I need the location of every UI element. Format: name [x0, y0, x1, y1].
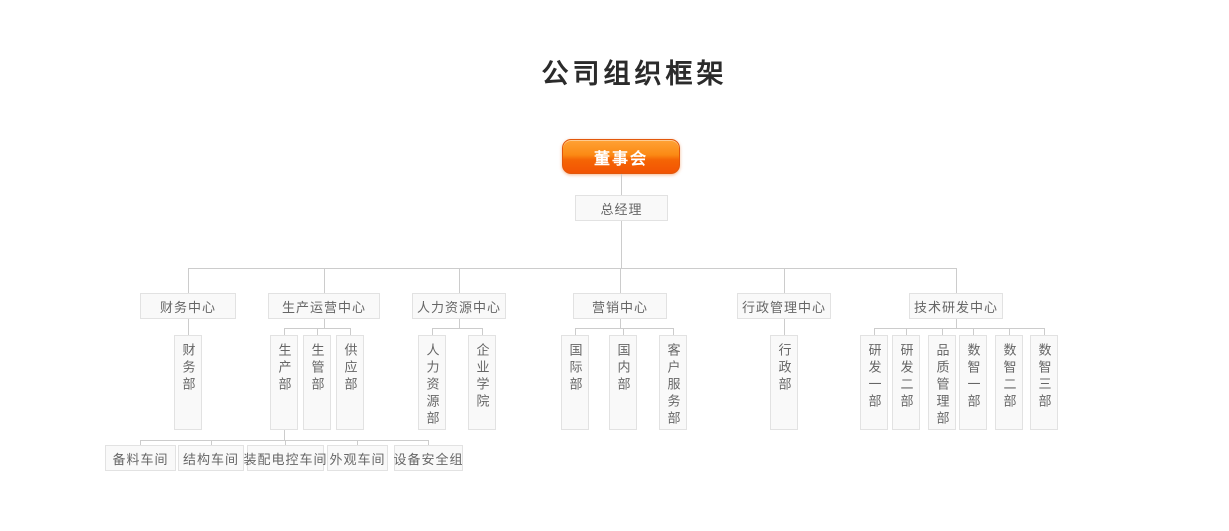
connector-rail-workshops: [140, 440, 429, 441]
node-dept-digital-intelligence-2-label: 数智二部: [1001, 343, 1017, 411]
connector-line: [188, 319, 189, 335]
connector-line: [284, 430, 285, 440]
node-board-of-directors: 董事会: [562, 139, 680, 174]
node-dept-rnd-1: 研发一部: [860, 335, 888, 430]
connector-line: [620, 319, 621, 328]
node-dept-production: 生产部: [270, 335, 298, 430]
connector-line: [673, 328, 674, 335]
node-general-manager: 总经理: [575, 195, 668, 221]
connector-line: [942, 328, 943, 335]
node-dept-rnd-2: 研发二部: [892, 335, 920, 430]
node-dept-finance-label: 财务部: [180, 343, 196, 394]
node-dept-digital-intelligence-3: 数智三部: [1030, 335, 1058, 430]
connector-line: [906, 328, 907, 335]
node-dept-finance: 财务部: [174, 335, 202, 430]
connector-line: [956, 319, 957, 328]
node-dept-production-control: 生管部: [303, 335, 331, 430]
node-dept-customer-service-label: 客户服务部: [665, 343, 681, 428]
node-dept-corporate-academy: 企业学院: [468, 335, 496, 430]
node-dept-quality-management-label: 品质管理部: [934, 343, 950, 428]
connector-line: [357, 440, 358, 445]
connector-line: [621, 221, 622, 268]
connector-line: [432, 328, 433, 335]
connector-line: [482, 328, 483, 335]
connector-line: [1044, 328, 1045, 335]
node-dept-administration: 行政部: [770, 335, 798, 430]
connector-line: [620, 268, 621, 293]
connector-line: [140, 440, 141, 445]
node-dept-supply-label: 供应部: [342, 343, 358, 394]
node-dept-corporate-academy-label: 企业学院: [474, 343, 490, 411]
connector-line: [284, 328, 285, 335]
connector-line: [211, 440, 212, 445]
node-dept-digital-intelligence-1: 数智一部: [959, 335, 987, 430]
node-dept-digital-intelligence-3-label: 数智三部: [1036, 343, 1052, 411]
connector-line: [350, 328, 351, 335]
connector-line: [874, 328, 875, 335]
node-workshop-assembly-electric: 装配电控车间: [244, 445, 327, 471]
node-dept-human-resources-label: 人力资源部: [424, 343, 440, 428]
node-dept-domestic-label: 国内部: [615, 343, 631, 394]
connector-line: [324, 268, 325, 293]
connector-line: [188, 268, 189, 293]
connector-line: [623, 328, 624, 335]
node-dept-human-resources: 人力资源部: [418, 335, 446, 430]
page-title: 公司组织框架: [541, 59, 728, 89]
node-center-administration: 行政管理中心: [737, 293, 831, 319]
node-workshop-equipment-safety: 设备安全组: [394, 445, 463, 471]
connector-line: [285, 440, 286, 445]
connector-line: [459, 319, 460, 328]
connector-line: [956, 268, 957, 293]
connector-line: [784, 268, 785, 293]
node-center-tech-rnd: 技术研发中心: [909, 293, 1003, 319]
connector-line: [784, 319, 785, 335]
connector-line: [1009, 328, 1010, 335]
connector-rail: [432, 328, 483, 329]
node-center-production-operations: 生产运营中心: [268, 293, 380, 319]
node-center-finance: 财务中心: [140, 293, 236, 319]
node-workshop-material-prep: 备料车间: [105, 445, 176, 471]
node-workshop-appearance: 外观车间: [327, 445, 388, 471]
connector-rail: [575, 328, 674, 329]
node-dept-administration-label: 行政部: [776, 343, 792, 394]
node-dept-digital-intelligence-1-label: 数智一部: [965, 343, 981, 411]
connector-line: [324, 319, 325, 328]
connector-rail-main: [188, 268, 957, 269]
node-dept-quality-management: 品质管理部: [928, 335, 956, 430]
connector-line: [459, 268, 460, 293]
node-workshop-structure: 结构车间: [178, 445, 244, 471]
node-dept-international: 国际部: [561, 335, 589, 430]
node-dept-production-control-label: 生管部: [309, 343, 325, 394]
connector-line: [973, 328, 974, 335]
connector-line: [428, 440, 429, 445]
node-dept-domestic: 国内部: [609, 335, 637, 430]
node-dept-international-label: 国际部: [567, 343, 583, 394]
node-center-marketing: 营销中心: [573, 293, 667, 319]
connector-rail: [874, 328, 1045, 329]
connector-line: [621, 174, 622, 195]
node-dept-customer-service: 客户服务部: [659, 335, 687, 430]
node-center-human-resources: 人力资源中心: [412, 293, 506, 319]
node-dept-supply: 供应部: [336, 335, 364, 430]
node-dept-rnd-2-label: 研发二部: [898, 343, 914, 411]
connector-line: [317, 328, 318, 335]
node-dept-rnd-1-label: 研发一部: [866, 343, 882, 411]
node-dept-digital-intelligence-2: 数智二部: [995, 335, 1023, 430]
node-dept-production-label: 生产部: [276, 343, 292, 394]
connector-line: [575, 328, 576, 335]
